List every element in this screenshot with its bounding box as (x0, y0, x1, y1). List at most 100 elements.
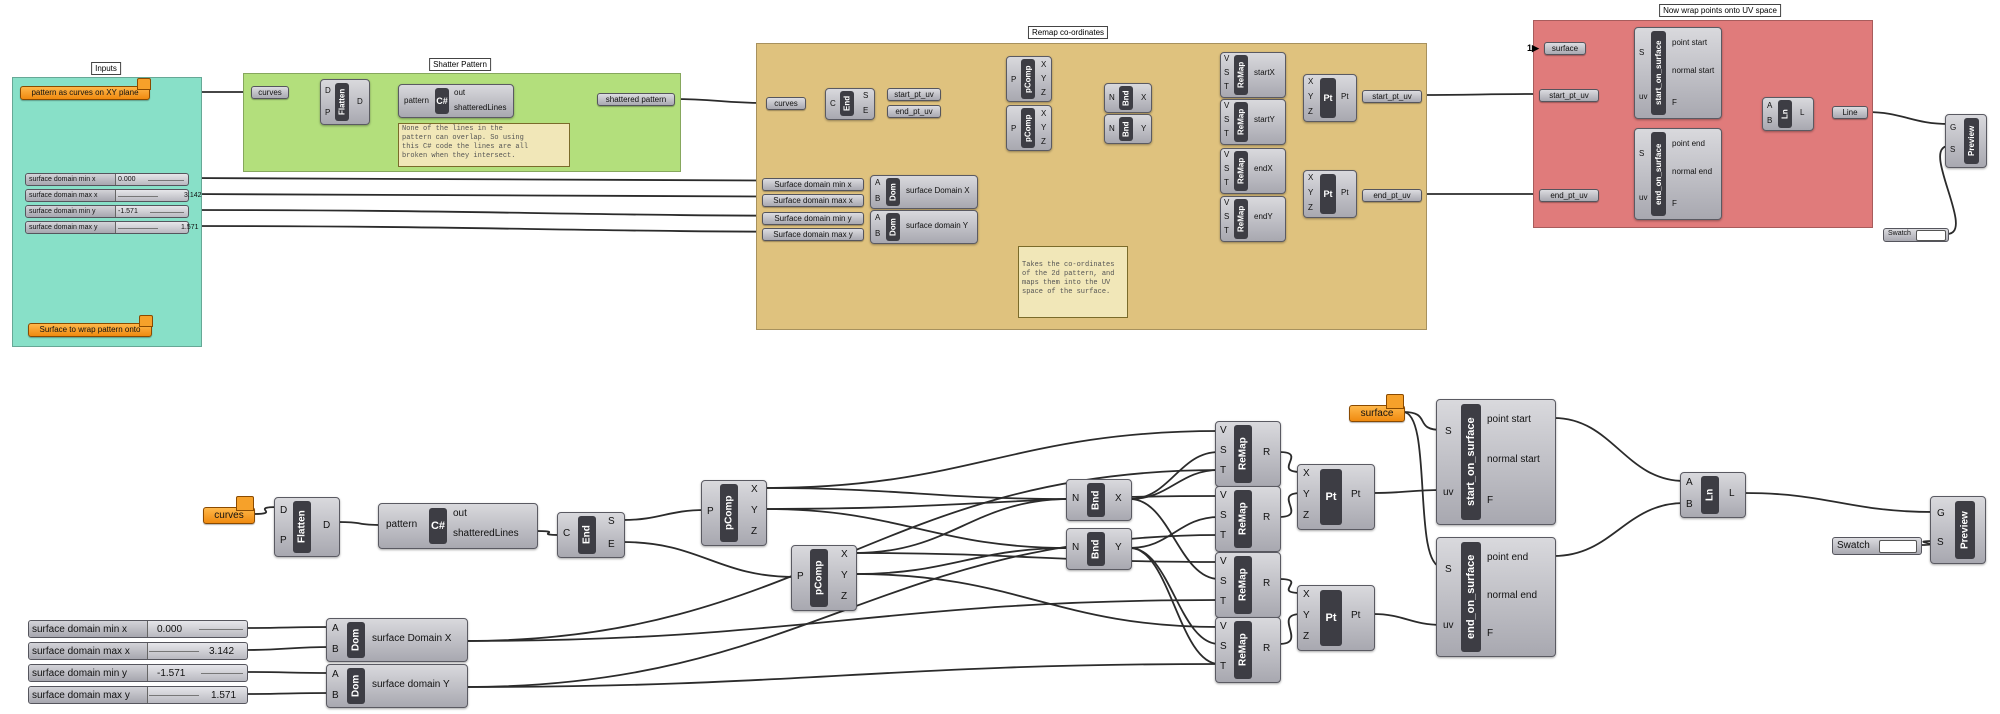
slider-min-x-top[interactable]: surface domain min x 0.000 (25, 173, 189, 186)
slider-min-y-bottom[interactable]: surface domain min y -1.571 (28, 664, 248, 682)
flatten-component-bottom[interactable]: D P Flatten D (274, 497, 340, 557)
end-component-bottom[interactable]: C End S E (557, 512, 625, 558)
shattered-pattern-param[interactable]: shattered pattern (597, 93, 675, 106)
slider-max-x-bottom[interactable]: surface domain max x 3.142 (28, 642, 248, 660)
port-label: P (707, 506, 714, 517)
start-pt-uv-param-out[interactable]: start_pt_uv (1362, 90, 1422, 103)
remap-component-bottom-3[interactable]: V S T ReMap R (1215, 552, 1281, 618)
remap-component-startx[interactable]: V S T ReMap startX (1220, 52, 1286, 98)
bnd-component-bottom-x[interactable]: N Bnd X (1066, 479, 1132, 521)
remap-component-endy[interactable]: V S T ReMap endY (1220, 196, 1286, 242)
port-label: X (1141, 93, 1147, 102)
dom-component-bottom-y[interactable]: A B Dom surface domain Y (326, 664, 468, 708)
end-component-top[interactable]: C End S E (825, 88, 875, 120)
pcomp-component-bottom-2[interactable]: P pComp X Y Z (791, 545, 857, 611)
port-label: A (875, 213, 881, 222)
pt-component-top-end[interactable]: X Y Z Pt Pt (1303, 170, 1357, 218)
slider-track[interactable] (199, 629, 243, 630)
slider-label: surface domain min x (29, 621, 148, 637)
port-label: A (332, 623, 339, 634)
slider-min-x-bottom[interactable]: surface domain min x 0.000 (28, 620, 248, 638)
line-param[interactable]: Line (1832, 106, 1868, 119)
end-on-surface-component-bottom[interactable]: S uv end_on_surface point end normal end… (1436, 537, 1556, 657)
slider-track[interactable] (149, 651, 199, 652)
pcomp-component-top-1[interactable]: P pComp X Y Z (1006, 56, 1052, 102)
pattern-curves-param[interactable]: pattern as curves on XY plane (20, 78, 151, 100)
start-pt-uv-param-remap[interactable]: start_pt_uv (887, 88, 941, 101)
ln-component-top[interactable]: A B Ln L (1762, 97, 1814, 131)
bnd-component-top-x[interactable]: N Bnd X (1104, 83, 1152, 113)
wire (622, 509, 706, 521)
end-pt-uv-param-out[interactable]: end_pt_uv (1362, 189, 1422, 202)
curves-param-bottom[interactable]: curves (203, 496, 255, 524)
component-name: ReMap (1234, 151, 1248, 191)
component-name: End (840, 91, 854, 116)
slider-track[interactable] (148, 179, 184, 181)
remap-note-panel[interactable]: Takes the co-ordinates of the 2d pattern… (1018, 246, 1128, 318)
surface-to-wrap-param[interactable]: Surface to wrap pattern onto (28, 315, 153, 337)
remap-component-bottom-4[interactable]: V S T ReMap R (1215, 617, 1281, 683)
flatten-component-top[interactable]: D P Flatten D (320, 79, 370, 125)
ln-component-bottom[interactable]: A B Ln L (1680, 472, 1746, 518)
slider-max-x-top[interactable]: surface domain max x 3.142 (25, 189, 202, 202)
dom-component-top-y[interactable]: A B Dom surface domain Y (870, 210, 978, 244)
component-name: ReMap (1234, 490, 1252, 548)
pcomp-component-bottom-1[interactable]: P pComp X Y Z (701, 480, 767, 546)
port-label: Y (1308, 188, 1314, 197)
port-label: S (1224, 212, 1230, 221)
slider-track[interactable] (201, 673, 243, 674)
start-pt-uv-param-wrap[interactable]: start_pt_uv (1539, 89, 1599, 102)
curves-param-top[interactable]: curves (251, 86, 289, 99)
curves-param-remap[interactable]: curves (766, 97, 806, 110)
port-label: point start (1672, 38, 1708, 47)
swatch-param-bottom[interactable]: Swatch (1832, 537, 1922, 555)
slider-max-y-top[interactable]: surface domain max y 1.571 (25, 221, 199, 234)
component-name: Dom (347, 668, 365, 704)
slider-track[interactable] (150, 211, 184, 213)
slider-track[interactable] (118, 227, 158, 229)
start-on-surface-component-bottom[interactable]: S uv start_on_surface point start normal… (1436, 399, 1556, 525)
dom-component-top-x[interactable]: A B Dom surface Domain X (870, 175, 978, 209)
port-label: C (563, 528, 571, 539)
port-label: point start (1487, 414, 1531, 425)
preview-component-top[interactable]: G S Preview (1945, 114, 1987, 168)
surface-param-bottom[interactable]: surface (1349, 394, 1405, 422)
port-label: Y (1303, 489, 1310, 500)
csharp-component-top[interactable]: pattern C# out shatteredLines (398, 84, 514, 118)
preview-component-bottom[interactable]: G S Preview (1930, 496, 1986, 564)
port-label: D (280, 505, 288, 516)
surface-domain-max-y-param[interactable]: Surface domain max y (762, 228, 864, 241)
pt-component-top-start[interactable]: X Y Z Pt Pt (1303, 74, 1357, 122)
surface-param-top[interactable]: surface (1544, 42, 1586, 55)
end-pt-uv-param-wrap[interactable]: end_pt_uv (1539, 189, 1599, 202)
remap-component-endx[interactable]: V S T ReMap endX (1220, 148, 1286, 194)
start-on-surface-component-top[interactable]: S uv start_on_surface point start normal… (1634, 27, 1722, 119)
pt-component-bottom-end[interactable]: X Y Z Pt Pt (1297, 585, 1375, 651)
slider-track[interactable] (149, 695, 199, 696)
end-pt-uv-param-remap[interactable]: end_pt_uv (887, 105, 941, 118)
port-label: L (1800, 108, 1805, 117)
slider-max-y-bottom[interactable]: surface domain max y 1.571 (28, 686, 248, 704)
csharp-component-bottom[interactable]: pattern C# out shatteredLines (378, 503, 538, 549)
swatch-color-box[interactable] (1916, 230, 1946, 241)
pcomp-component-top-2[interactable]: P pComp X Y Z (1006, 105, 1052, 151)
end-on-surface-component-top[interactable]: S uv end_on_surface point end normal end… (1634, 128, 1722, 220)
swatch-color-box[interactable] (1879, 540, 1917, 553)
bnd-component-bottom-y[interactable]: N Bnd Y (1066, 528, 1132, 570)
slider-track[interactable] (118, 195, 158, 197)
csharp-note-panel[interactable]: None of the lines in the pattern can ove… (398, 123, 570, 167)
port-label: shatteredLines (453, 528, 519, 539)
surface-domain-min-x-param[interactable]: Surface domain min x (762, 178, 864, 191)
surface-domain-min-y-param[interactable]: Surface domain min y (762, 212, 864, 225)
pt-component-bottom-start[interactable]: X Y Z Pt Pt (1297, 464, 1375, 530)
remap-component-bottom-2[interactable]: V S T ReMap R (1215, 486, 1281, 552)
surface-domain-max-x-param[interactable]: Surface domain max x (762, 194, 864, 207)
port-label: B (875, 229, 881, 238)
remap-component-starty[interactable]: V S T ReMap startY (1220, 99, 1286, 145)
bnd-component-top-y[interactable]: N Bnd Y (1104, 114, 1152, 144)
dom-component-bottom-x[interactable]: A B Dom surface Domain X (326, 618, 468, 662)
swatch-param-top[interactable]: Swatch (1883, 228, 1949, 242)
remap-component-bottom-1[interactable]: V S T ReMap R (1215, 421, 1281, 487)
slider-min-y-top[interactable]: surface domain min y -1.571 (25, 205, 189, 218)
